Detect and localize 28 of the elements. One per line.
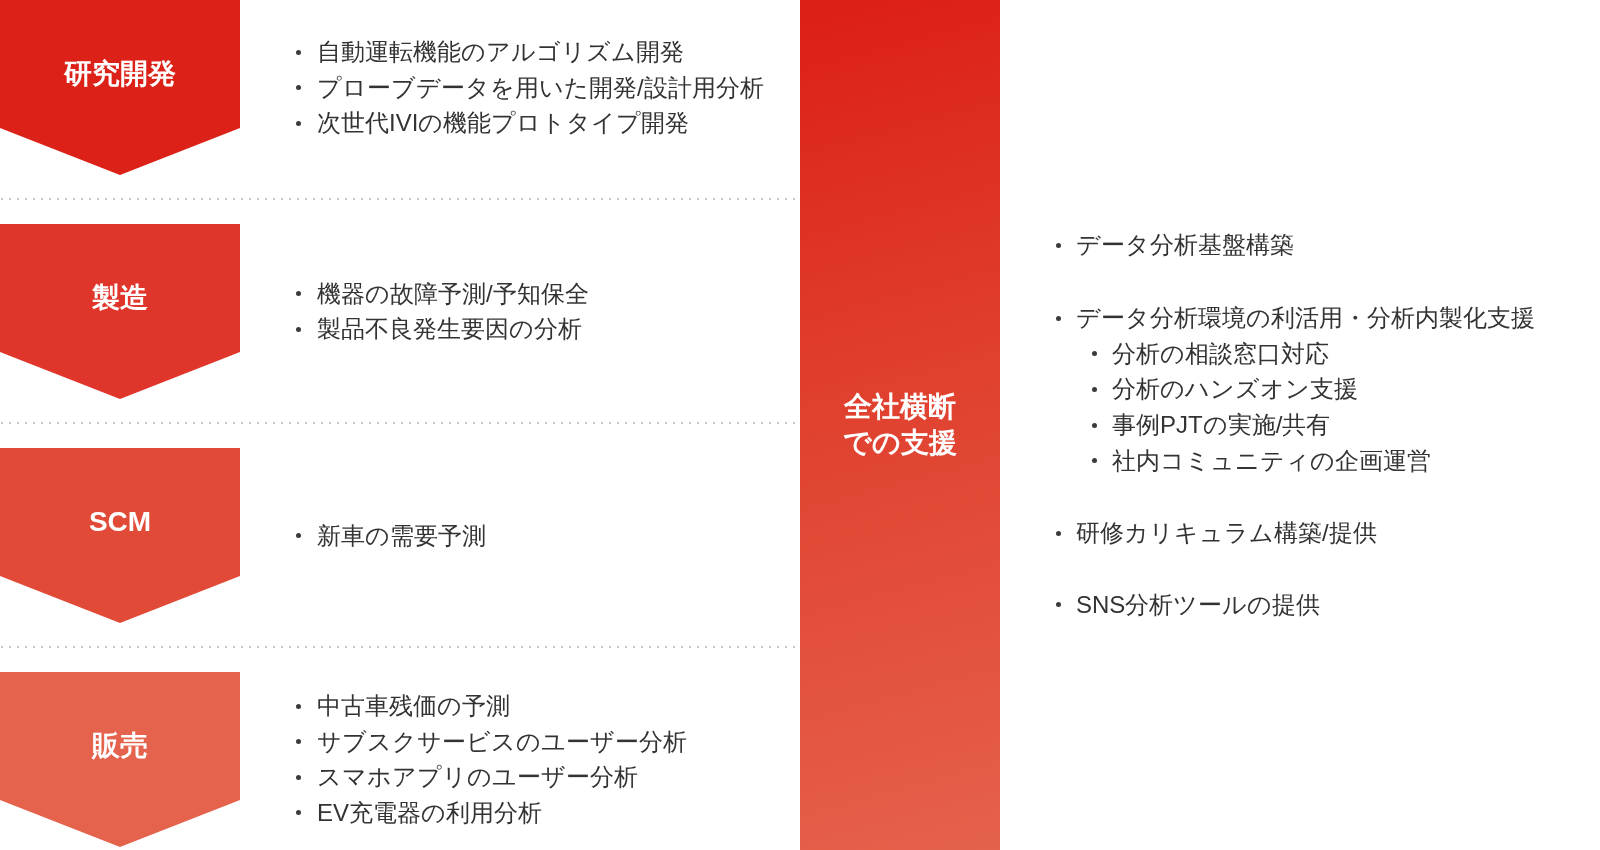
list-item-text: EV充電器の利用分析	[317, 797, 542, 828]
chevron-shape	[0, 0, 240, 175]
chevron-label: 製造	[92, 281, 148, 315]
list-item-text: 自動運転機能のアルゴリズム開発	[317, 37, 684, 67]
list-item-text: 機器の故障予測/予知保全	[317, 278, 589, 309]
list-item-text: 研修カリキュラム構築/提供	[1076, 518, 1377, 548]
list-item-text: 社内コミュニティの企画運営	[1112, 445, 1431, 476]
list-item-text: 新車の需要予測	[317, 520, 486, 551]
list-item-text: データ分析環境の利活用・分析内製化支援	[1076, 303, 1535, 333]
list-item-text: 次世代IVIの機能プロトタイプ開発	[317, 108, 690, 138]
list-item-text: 分析の相談窓口対応	[1112, 338, 1329, 369]
chevron-shape	[0, 224, 240, 399]
list-item-text: データ分析基盤構築	[1076, 230, 1294, 260]
list-item-text: 事例PJTの実施/共有	[1112, 410, 1331, 440]
list-item-text: スマホアプリのユーザー分析	[317, 762, 638, 793]
list-item-text: SNS分析ツールの提供	[1076, 589, 1321, 620]
band-label: 全社横断での支援	[842, 390, 958, 460]
chevron-label: SCM	[88, 505, 152, 539]
chevron-label: 販売	[92, 729, 148, 763]
chevron-label: 研究開発	[64, 57, 176, 91]
chevron-shape	[0, 448, 240, 623]
list-item-text: 製品不良発生要因の分析	[317, 314, 582, 345]
list-item-text: 分析のハンズオン支援	[1112, 374, 1358, 404]
band-panel	[800, 0, 1000, 850]
list-item-text: プローブデータを用いた開発/設計用分析	[317, 72, 764, 103]
list-item-text: 中古車残価の予測	[317, 691, 510, 722]
chevron-shape	[0, 672, 240, 847]
list-item-text: サブスクサービスのユーザー分析	[317, 726, 687, 757]
